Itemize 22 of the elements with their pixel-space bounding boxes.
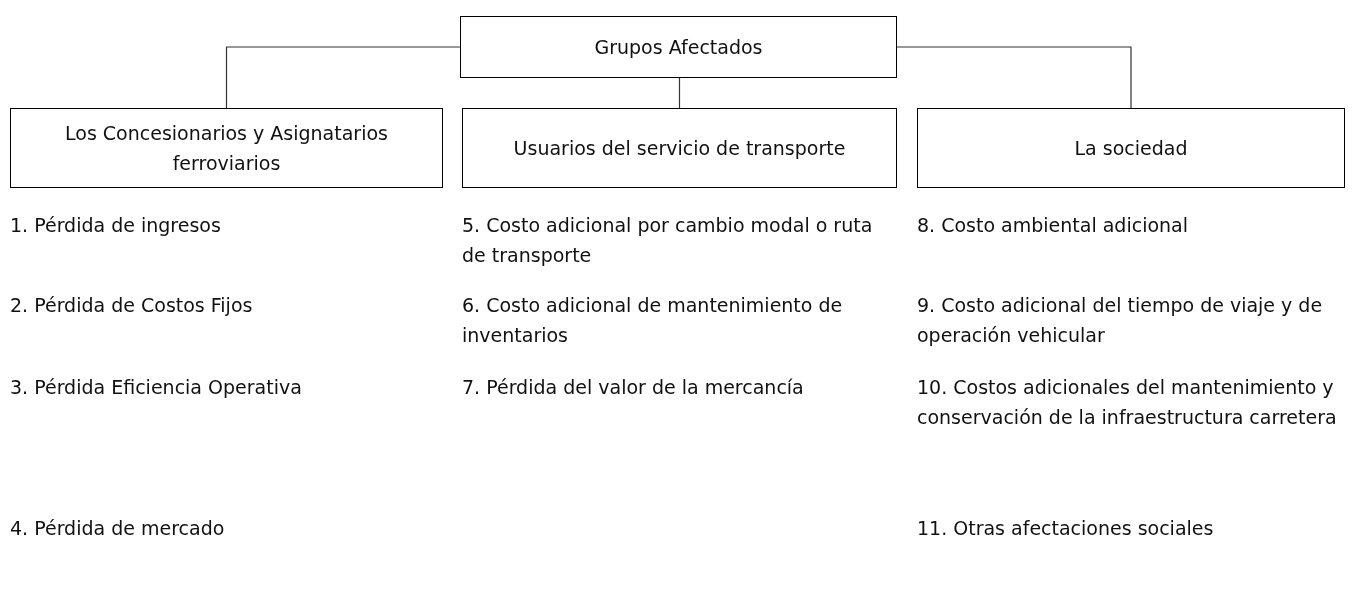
root-box (460, 16, 897, 78)
box-title: Usuarios del servicio de transporte (512, 135, 847, 161)
group-box (462, 108, 897, 188)
list-item: 7. Pérdida del valor de la mercancía (462, 375, 805, 400)
list-item: 9. Costo adicional del tiempo de viaje y de operación vehicular (917, 293, 1324, 349)
connector-line (678, 77, 681, 109)
list-item: 11. Otras afectaciones sociales (917, 516, 1215, 541)
list-item: 5. Costo adicional por cambio modal o ruta de transporte (462, 213, 874, 269)
list-item: 8. Costo ambiental adicional (917, 213, 1189, 238)
box-title: La sociedad (1073, 135, 1189, 161)
list-item: 1. Pérdida de ingresos (10, 213, 222, 238)
list-item: 6. Costo adicional de mantenimiento de inventarios (462, 293, 844, 349)
connector-line (225, 46, 461, 109)
connector-line (896, 46, 1132, 109)
list-item: 3. Pérdida Eficiencia Operativa (10, 375, 303, 400)
list-item: 10. Costos adicionales del mantenimiento y conservación de la infraestructura carretera (917, 375, 1338, 431)
group-box (10, 108, 443, 188)
list-item: 4. Pérdida de mercado (10, 516, 226, 541)
box-title: Los Concesionarios y Asignatarios ferroviarios (64, 120, 389, 176)
box-title: Grupos Afectados (593, 34, 764, 60)
list-item: 2. Pérdida de Costos Fijos (10, 293, 254, 318)
group-box (917, 108, 1345, 188)
